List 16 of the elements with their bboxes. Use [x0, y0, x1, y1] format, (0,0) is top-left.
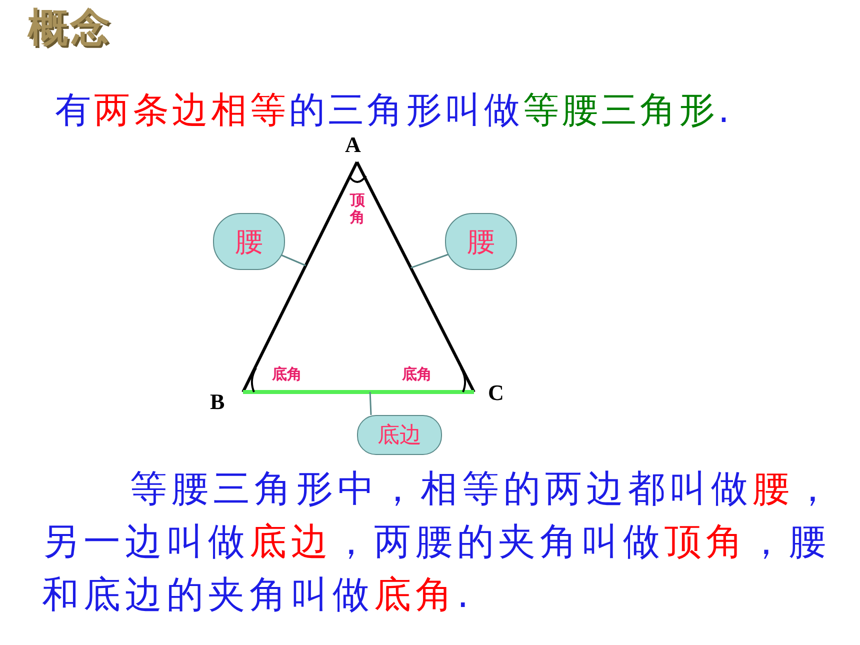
leader-line: [280, 254, 306, 266]
angle-label: 顶角: [350, 192, 366, 226]
leader-line: [369, 392, 372, 416]
callout-bubble: 腰: [213, 213, 285, 270]
explanation-paragraph: 等腰三角形中，相等的两边都叫做腰，另一边叫做底边，两腰的夹角叫做顶角，腰和底边的夹角叫做底角.: [42, 466, 836, 618]
angle-label: 底角: [272, 366, 302, 383]
definition-sentence: 有两条边相等的三角形叫做等腰三角形.: [55, 89, 732, 133]
callout-bubble: 底边: [357, 415, 442, 455]
leader-line: [410, 254, 448, 268]
vertex-label: B: [210, 389, 225, 415]
vertex-label: A: [345, 132, 361, 158]
callout-bubble: 腰: [445, 213, 517, 270]
angle-label: 底角: [402, 366, 432, 383]
heading: 概念: [28, 4, 112, 53]
vertex-label: C: [488, 380, 504, 406]
base-line: [243, 390, 474, 394]
